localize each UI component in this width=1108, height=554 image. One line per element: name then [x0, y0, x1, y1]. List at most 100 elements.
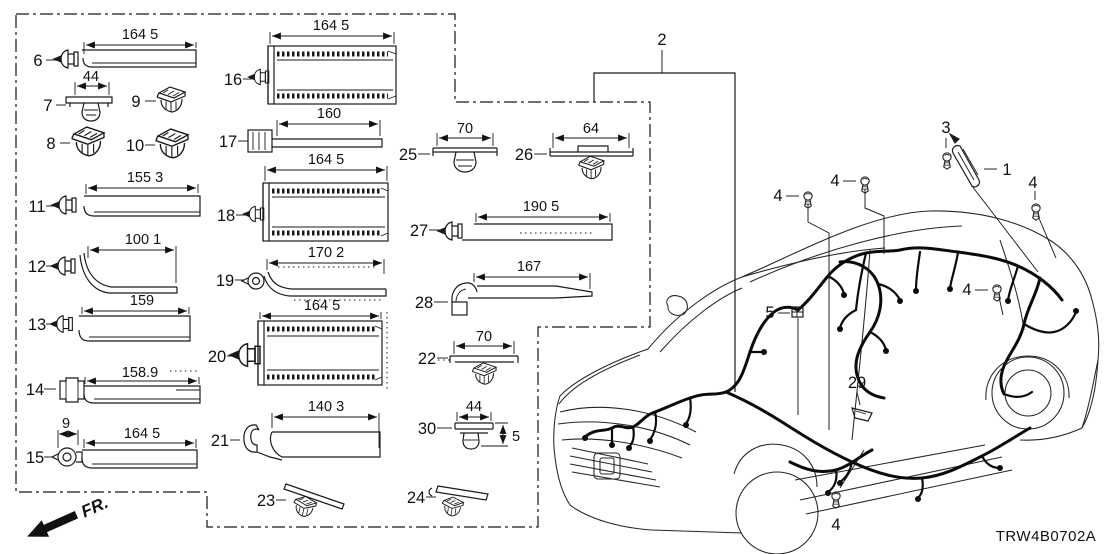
fr-arrow-icon [27, 511, 79, 537]
connector-blobs [582, 286, 1079, 502]
part-2-label: 2 [657, 31, 666, 49]
part-12-dim: 100 1 [125, 232, 161, 248]
part-26-dim: 64 [583, 121, 599, 137]
part-16-dim: 164 5 [313, 18, 349, 34]
part-item-4c: 4 [1028, 174, 1057, 259]
part-24-label: 24 [407, 489, 425, 507]
part-19-label: 19 [216, 272, 234, 290]
part-item-14: 14 158.9 [26, 365, 201, 404]
part-17-label: 17 [219, 133, 237, 151]
part-item-5: 5 [765, 304, 804, 415]
part-3-label: 3 [941, 119, 950, 137]
car-view: 2 [553, 31, 1100, 554]
part-15-dim2: 9 [62, 416, 70, 432]
part-11-dim: 155 3 [127, 170, 163, 186]
part-item-20: 20 164 5 [208, 298, 388, 392]
part-5-label: 5 [765, 304, 774, 322]
part-item-28: 28 167 [415, 259, 593, 316]
part-28-dim: 167 [517, 259, 541, 275]
part-21-label: 21 [211, 432, 229, 450]
part-item-27: 27 190 5 [410, 199, 613, 241]
part-item-18: 18 164 5 [217, 152, 389, 242]
part-item-6: 6 164 5 [33, 27, 197, 70]
parts-grid: 6 164 5 7 44 9 8 [26, 18, 634, 520]
part-30-dim2: 5 [512, 429, 520, 445]
part-15-label: 15 [26, 449, 44, 467]
part-item-12: 12 100 1 [28, 232, 178, 294]
part-item-17: 17 160 [219, 106, 383, 153]
part-10-label: 10 [126, 137, 144, 155]
part-item-4b: 4 [830, 172, 885, 254]
part-item-11: 11 155 3 [28, 170, 201, 217]
part-item-7: 7 44 [43, 69, 113, 122]
part-item-1: 1 [948, 132, 1039, 273]
part-4e-label: 4 [831, 516, 840, 534]
part-item-26: 26 64 [515, 121, 634, 180]
drawing-code: TRW4B0702A [996, 528, 1097, 545]
part-27-dim: 190 5 [523, 199, 559, 215]
part-item-4d: 4 [962, 281, 1004, 316]
part-item-13: 13 159 [28, 293, 191, 342]
part-15-dim: 164 5 [124, 426, 160, 442]
part-item-8: 8 [46, 126, 105, 157]
part-item-3: 3 [941, 119, 952, 170]
part-29-label: 29 [848, 374, 866, 392]
part-item-15: 15 9 164 5 [26, 416, 198, 469]
part-1-label: 1 [1002, 161, 1011, 179]
part-11-label: 11 [28, 198, 45, 216]
clip-icon [50, 447, 83, 467]
part-18-label: 18 [217, 207, 235, 225]
part-14-dim: 158.9 [122, 365, 158, 381]
part-item-30: 30 44 5 [418, 399, 520, 450]
connector-clip-icon [247, 129, 273, 153]
part-7-label: 7 [43, 97, 52, 115]
floor-wire-harness-icon [582, 246, 1079, 502]
part-28-label: 28 [415, 294, 433, 312]
hook-clip-icon [243, 424, 283, 461]
part-19-dim: 170 2 [308, 245, 344, 261]
part-12-label: 12 [28, 258, 46, 276]
bracket-clip-icon [451, 282, 478, 316]
part-item-2: 2 [593, 31, 736, 392]
part-7-dim: 44 [83, 69, 99, 85]
part-25-label: 25 [399, 146, 417, 164]
part-22-dim: 70 [476, 329, 492, 345]
part-6-dim: 164 5 [122, 27, 158, 43]
part-item-24: 24 [407, 485, 489, 518]
clip-icon [791, 306, 804, 318]
part-18-dim: 164 5 [308, 152, 344, 168]
part-9-label: 9 [131, 93, 140, 111]
part-30-dim: 44 [466, 399, 482, 415]
part-4a-label: 4 [773, 187, 782, 205]
part-23-label: 23 [257, 492, 275, 510]
detail-area-border [15, 13, 651, 528]
part-item-23: 23 [257, 483, 345, 520]
part-22-label: 22 [418, 350, 436, 368]
part-item-4e: 4 [831, 449, 865, 534]
part-item-22: 22 70 [418, 329, 519, 385]
part-14-label: 14 [26, 381, 44, 399]
part-item-25: 25 70 [399, 121, 498, 173]
part-8-label: 8 [46, 135, 55, 153]
part-4d-label: 4 [962, 281, 971, 299]
part-4b-label: 4 [830, 172, 839, 190]
clip-icon [240, 272, 265, 290]
part-item-4a: 4 [773, 187, 830, 430]
part-27-label: 27 [410, 222, 428, 240]
part-item-21: 21 140 3 [211, 399, 381, 461]
part-item-10: 10 [126, 128, 189, 159]
part-item-29: 29 [848, 374, 873, 422]
part-20-dim: 164 5 [304, 298, 340, 314]
part-30-label: 30 [418, 420, 436, 438]
part-item-19: 19 170 2 [216, 245, 387, 301]
part-17-dim: 160 [317, 106, 341, 122]
part-16-label: 16 [224, 71, 242, 89]
part-item-9: 9 [131, 86, 186, 113]
part-6-label: 6 [33, 52, 42, 70]
part-item-16: 16 164 5 [224, 18, 397, 105]
part-25-dim: 70 [457, 121, 473, 137]
part-20-label: 20 [208, 348, 226, 366]
part-26-label: 26 [515, 146, 533, 164]
